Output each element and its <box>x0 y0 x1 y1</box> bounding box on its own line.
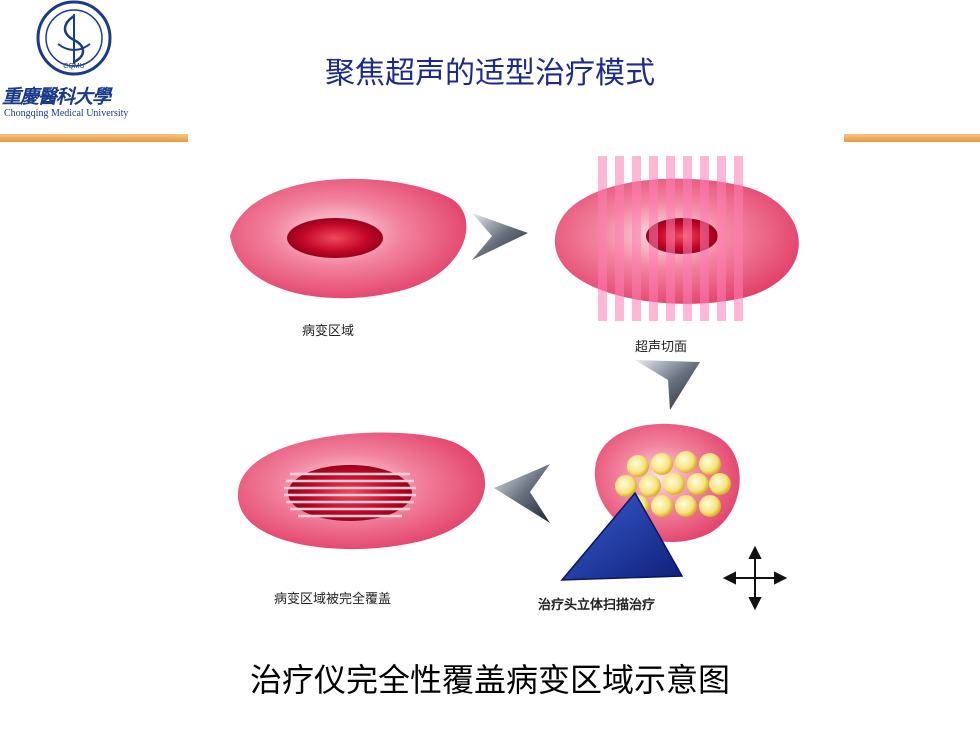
label-covered: 病变区域被完全覆盖 <box>274 592 392 607</box>
logo-english-name: Chongqing Medical University <box>4 108 129 119</box>
panel-ultrasound-sections <box>554 156 799 321</box>
university-logo: CQMU 重慶醫科大學 Chongqing Medical University <box>0 0 150 128</box>
university-seal-icon: CQMU <box>36 0 112 76</box>
arrow-right-icon <box>472 213 528 260</box>
panel-covered <box>237 432 486 550</box>
arrow-left-icon <box>494 464 550 523</box>
coverage-stripes <box>284 472 416 518</box>
hifu-diagram: 病变区域 超声切面 病变区域被完全覆盖 治疗头立体扫描治疗 <box>210 148 830 633</box>
page-title: 聚焦超声的适型治疗模式 <box>325 56 655 91</box>
ultrasound-beams <box>598 156 743 321</box>
title-rule-left <box>0 134 188 142</box>
move-arrows-icon <box>722 545 788 611</box>
seal-text: CQMU <box>63 63 84 70</box>
diagram-canvas <box>230 156 799 611</box>
panel-scan <box>560 423 740 581</box>
panel-lesion <box>230 178 467 299</box>
title-rule-right <box>844 134 980 142</box>
transducer-triangle-icon <box>560 491 684 581</box>
label-scan: 治疗头立体扫描治疗 <box>538 598 656 613</box>
focal-beads <box>615 451 731 517</box>
logo-chinese-name: 重慶醫科大學 <box>2 86 111 108</box>
arrow-down-icon <box>635 360 700 410</box>
label-ultrasound-section: 超声切面 <box>635 340 688 355</box>
figure-caption: 治疗仪完全性覆盖病变区域示意图 <box>249 661 730 699</box>
label-lesion: 病变区域 <box>302 324 355 339</box>
